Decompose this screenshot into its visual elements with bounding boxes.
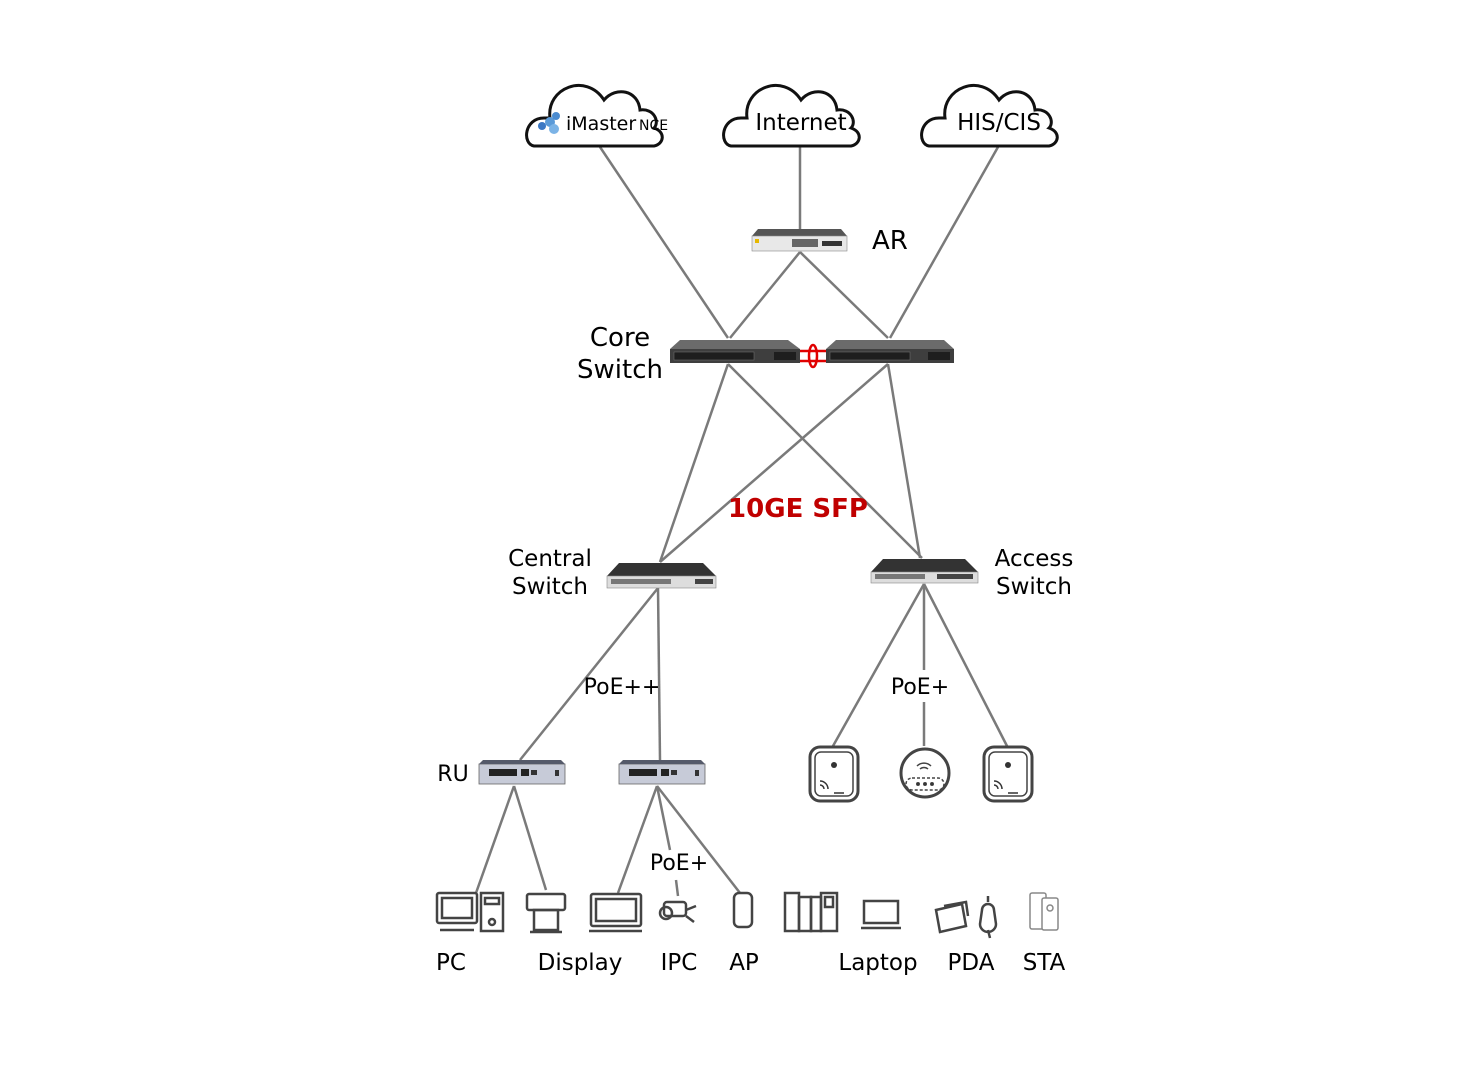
core-switch-label-line1: Core — [590, 323, 650, 353]
poe-plus-access-label: PoE+ — [891, 675, 949, 700]
central-switch-label-line1: Central — [508, 546, 592, 572]
pda-scanner-icon — [978, 896, 998, 939]
ru-label: RU — [437, 762, 468, 787]
core-switch-left-icon — [670, 340, 800, 363]
ru-1-icon — [478, 759, 566, 785]
laptop-monitor-icon — [589, 892, 643, 933]
link-core-right-access — [886, 363, 922, 559]
terminal-label-pc: PC — [436, 950, 466, 976]
terminal-label-ap: AP — [729, 950, 759, 976]
link-core-left-access — [727, 363, 923, 559]
link-core-right-central — [659, 363, 889, 563]
terminal-label-display: Display — [538, 950, 623, 976]
core-switch-label-line2: Switch — [577, 355, 663, 385]
link-access-ap1 — [831, 583, 926, 747]
central-switch-icon — [606, 563, 717, 589]
ar-label: AR — [872, 226, 908, 256]
link-ru2-ipc-b — [674, 879, 680, 897]
link-ar-core-right — [799, 251, 889, 339]
pda-tablet-icon — [934, 900, 970, 934]
poe-plus-ru-label: PoE+ — [650, 851, 708, 876]
poe-plus-plus-label: PoE++ — [584, 675, 661, 700]
medical-cart-icon — [783, 891, 839, 933]
cloud-imaster-nce: iMaster NCE — [525, 83, 668, 148]
link-central-ru2 — [656, 587, 662, 761]
terminal-label-sta: STA — [1023, 950, 1066, 976]
access-switch-label-line1: Access — [995, 546, 1074, 572]
link-his-core — [888, 146, 1000, 339]
ap-3-icon — [982, 745, 1034, 803]
ap-2-round-icon — [899, 747, 951, 799]
link-access-ap3 — [922, 583, 1009, 747]
cloud-his-cis: HIS/CIS — [920, 83, 1059, 148]
ap-terminal-icon — [732, 891, 754, 929]
access-switch-icon — [870, 559, 979, 584]
central-switch-label-line2: Switch — [512, 574, 588, 600]
imaster-label: iMaster — [566, 113, 636, 135]
link-ru1-display — [512, 785, 548, 891]
link-imaster-core — [598, 146, 730, 339]
link-ru1-pc — [474, 785, 516, 894]
ipc-camera-icon — [658, 900, 697, 923]
link-ru2-laptop — [616, 785, 659, 894]
his-cis-label: HIS/CIS — [957, 110, 1041, 136]
imaster-logo-icon — [538, 112, 560, 134]
terminal-label-ipc: IPC — [661, 950, 698, 976]
sfp-link-label: 10GE SFP — [728, 494, 868, 524]
terminal-label-laptop: Laptop — [838, 950, 917, 976]
pc-icon — [435, 891, 505, 933]
link-ar-core-left — [729, 251, 801, 339]
ar-router-icon — [751, 229, 848, 252]
access-switch-label-line2: Switch — [996, 574, 1072, 600]
stack-link-icon — [800, 343, 826, 369]
link-core-left-central — [658, 363, 730, 563]
sta-phone-icon — [1029, 892, 1059, 931]
ru-2-icon — [618, 759, 706, 785]
link-central-ru1 — [519, 587, 659, 761]
ap-1-icon — [808, 745, 860, 803]
link-ru2-ap — [656, 785, 741, 894]
cloud-internet: Internet — [722, 83, 861, 148]
nce-label: NCE — [639, 118, 668, 134]
internet-label: Internet — [755, 110, 846, 136]
laptop-icon — [861, 899, 901, 930]
link-ru2-ipc — [655, 785, 672, 851]
display-icon — [525, 892, 567, 934]
terminal-label-pda: PDA — [948, 950, 995, 976]
core-switch-right-icon — [826, 340, 954, 363]
